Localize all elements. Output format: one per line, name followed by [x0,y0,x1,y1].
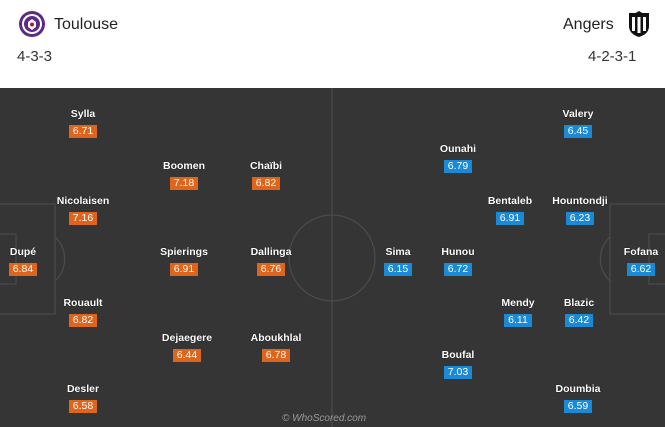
player-rating: 6.76 [256,263,286,276]
player-card[interactable]: Sima 6.15 [353,246,443,277]
player-rating: 6.42 [564,314,594,327]
player-rating: 6.82 [68,314,98,327]
pitch: Sylla 6.71 Nicolaisen 7.16 Dupé 6.84 Rou… [0,88,665,427]
player-card[interactable]: Aboukhlal 6.78 [231,332,321,363]
player-card[interactable]: Hountondji 6.23 [535,195,625,226]
player-name: Rouault [63,297,103,309]
player-rating: 6.84 [8,263,38,276]
player-card[interactable]: Rouault 6.82 [38,297,128,328]
player-rating: 6.78 [261,349,291,362]
player-card[interactable]: Spierings 6.91 [139,246,229,277]
player-name: Ounahi [439,143,477,155]
player-card[interactable]: Hunou 6.72 [413,246,503,277]
player-name: Bentaleb [487,195,533,207]
player-name: Sylla [70,108,96,120]
player-name: Dallinga [250,246,292,258]
player-card[interactable]: Valery 6.45 [533,108,623,139]
player-card[interactable]: Sylla 6.71 [38,108,128,139]
player-rating: 6.58 [68,400,98,413]
player-card[interactable]: Blazic 6.42 [534,297,624,328]
player-rating: 6.91 [169,263,199,276]
player-name: Hountondji [552,195,608,207]
toulouse-crest-icon [19,11,45,37]
player-name: Sima [385,246,411,258]
player-name: Desler [66,383,100,395]
angers-crest-icon [629,11,649,37]
home-formation: 4-3-3 [17,48,53,65]
match-header: Toulouse 4-3-3 Angers 4-2-3-1 [0,0,665,88]
player-rating: 6.79 [443,160,473,173]
player-rating: 6.45 [563,125,593,138]
player-card[interactable]: Mendy 6.11 [473,297,563,328]
player-rating: 6.15 [383,263,413,276]
player-card[interactable]: Dallinga 6.76 [226,246,316,277]
player-rating: 6.59 [563,400,593,413]
player-card[interactable]: Ounahi 6.79 [413,143,503,174]
player-card[interactable]: Doumbia 6.59 [533,383,623,414]
player-name: Valery [562,108,594,120]
player-card[interactable]: Fofana 6.62 [596,246,665,277]
player-rating: 6.11 [504,314,532,327]
player-card[interactable]: Nicolaisen 7.16 [38,195,128,226]
player-name: Boomen [163,160,205,172]
player-card[interactable]: Dejaegere 6.44 [142,332,232,363]
player-rating: 7.03 [443,366,473,379]
player-name: Fofana [623,246,659,258]
player-card[interactable]: Bentaleb 6.91 [465,195,555,226]
pitch-markings [0,88,665,427]
player-card[interactable]: Boufal 7.03 [413,349,503,380]
player-rating: 6.44 [172,349,202,362]
player-name: Doumbia [555,383,601,395]
watermark: © WhoScored.com [282,413,367,424]
player-name: Dejaegere [161,332,213,344]
player-rating: 7.16 [68,212,98,225]
player-name: Blazic [563,297,595,309]
player-name: Dupé [9,246,37,258]
player-card[interactable]: Desler 6.58 [38,383,128,414]
player-card[interactable]: Boomen 7.18 [139,160,229,191]
player-name: Boufal [441,349,475,361]
player-name: Chaïbi [249,160,283,172]
player-rating: 6.71 [68,125,98,138]
player-rating: 6.91 [495,212,525,225]
player-card[interactable]: Dupé 6.84 [0,246,68,277]
player-rating: 6.23 [565,212,595,225]
player-name: Spierings [160,246,208,258]
player-name: Aboukhlal [250,332,302,344]
player-rating: 7.18 [169,177,199,190]
player-rating: 6.82 [251,177,281,190]
player-rating: 6.62 [626,263,656,276]
home-team-name[interactable]: Toulouse [54,16,119,33]
player-rating: 6.72 [443,263,473,276]
player-card[interactable]: Chaïbi 6.82 [221,160,311,191]
player-name: Hunou [441,246,475,258]
away-formation: 4-2-3-1 [588,48,637,65]
player-name: Nicolaisen [56,195,110,207]
away-team-name[interactable]: Angers [563,16,614,33]
player-name: Mendy [501,297,535,309]
